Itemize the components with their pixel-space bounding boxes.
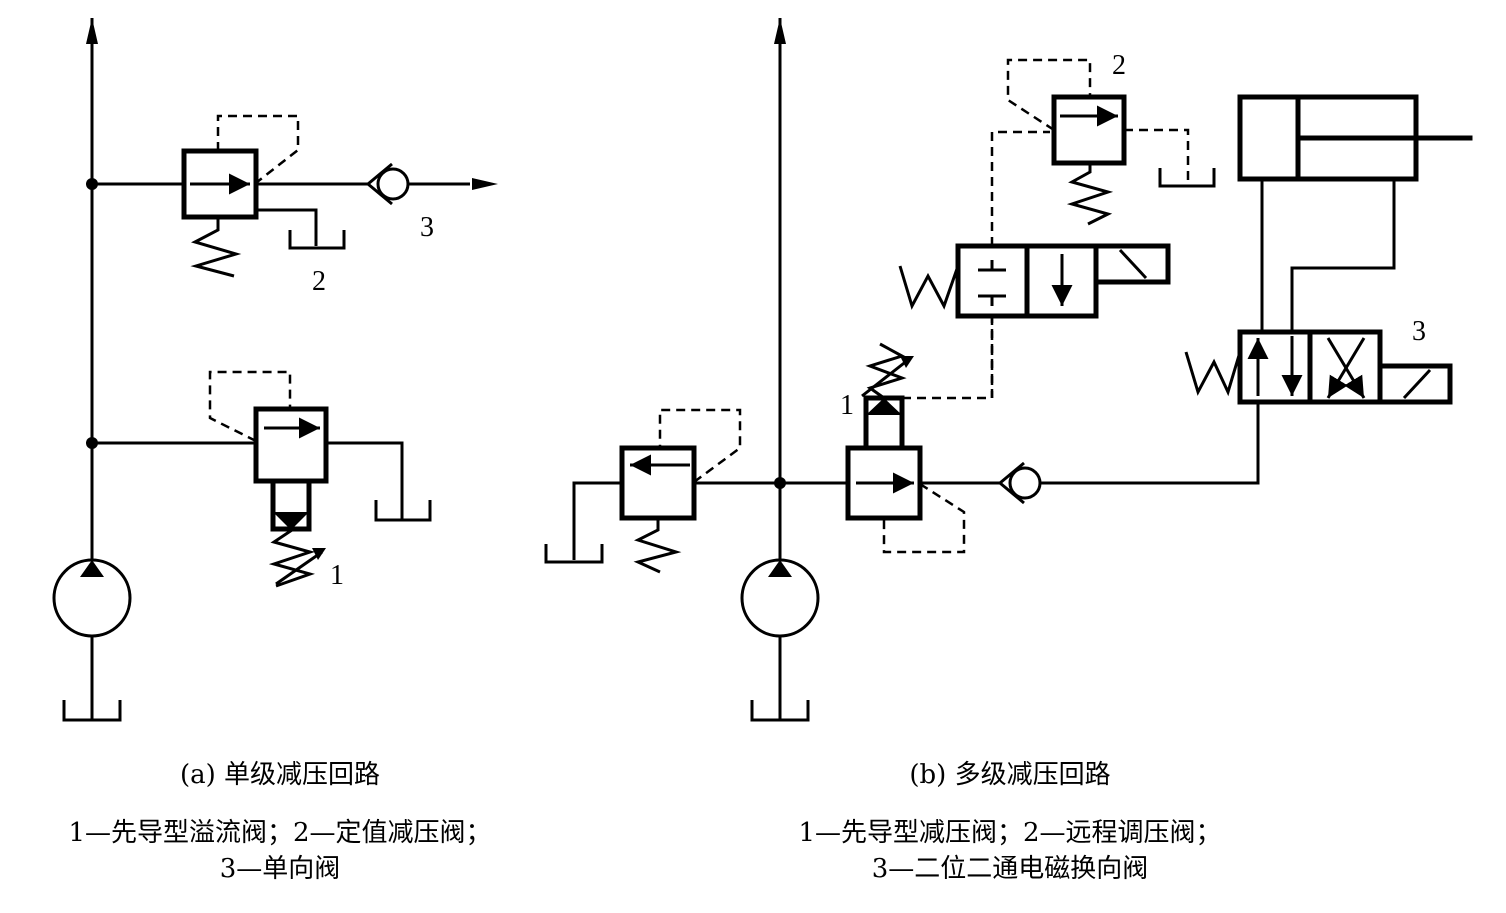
solenoid-valve-2way-b bbox=[898, 130, 1171, 398]
pump-a bbox=[52, 558, 132, 720]
relief-valve-b bbox=[544, 408, 742, 574]
drain-tank bbox=[288, 230, 346, 250]
label-check-valve-a: 3 bbox=[420, 212, 434, 243]
relief-valve-a bbox=[208, 370, 432, 588]
label-reducing-valve-a: 2 bbox=[312, 266, 326, 297]
tank-a bbox=[62, 700, 122, 722]
legend-a-line1: 1—先导型溢流阀；2—定值减压阀； bbox=[68, 818, 492, 848]
caption-b: (b) 多级减压回路 bbox=[909, 760, 1111, 790]
pilot-reducing-valve-b bbox=[845, 318, 994, 554]
check-valve-a bbox=[365, 162, 410, 206]
check-valve-b bbox=[997, 461, 1042, 505]
tank-b bbox=[750, 700, 810, 722]
hydraulic-cylinder-b bbox=[1237, 94, 1473, 330]
remote-pressure-valve-b bbox=[1006, 58, 1216, 226]
legend-a-line2: 3—单向阀 bbox=[219, 854, 341, 884]
legend-b-line1: 1—先导型减压阀；2—远程调压阀； bbox=[798, 818, 1222, 848]
label-pilot-reducing-valve-b: 1 bbox=[840, 390, 854, 421]
legend-b-line2: 3—二位二通电磁换向阀 bbox=[871, 854, 1149, 884]
reducing-valve-a bbox=[181, 114, 346, 278]
label-remote-valve-b: 2 bbox=[1112, 50, 1126, 81]
pump-b bbox=[740, 558, 820, 720]
caption-a: (a) 单级减压回路 bbox=[179, 760, 381, 790]
circuit-b: 2 1 3 bbox=[544, 18, 1473, 722]
top-arrow-a bbox=[86, 18, 98, 44]
circuit-a: 3 2 1 bbox=[52, 18, 498, 722]
solenoid-valve-4way-b bbox=[1184, 329, 1453, 405]
label-relief-valve-a: 1 bbox=[330, 560, 344, 591]
label-directional-valve-b: 3 bbox=[1412, 316, 1426, 347]
